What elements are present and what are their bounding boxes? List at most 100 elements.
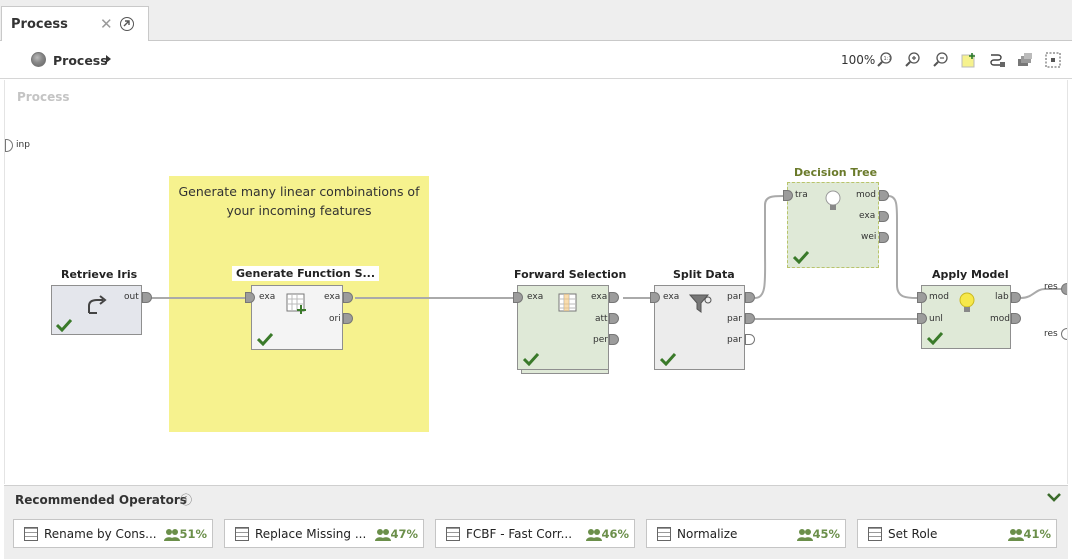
tab-bar: Process ✕ (0, 0, 1072, 42)
output-port[interactable] (879, 211, 889, 222)
result-port[interactable] (1061, 328, 1067, 340)
process-canvas[interactable]: Process inp Generate many linear combina… (4, 80, 1068, 484)
recommended-item[interactable]: Replace Missing ... 47% (224, 519, 424, 548)
operator-generate-function-set[interactable] (251, 285, 343, 350)
close-icon[interactable]: ✕ (100, 15, 113, 33)
output-port[interactable] (609, 313, 619, 324)
operator-forward-selection[interactable] (517, 285, 609, 370)
recommended-percent: 51% (179, 527, 207, 541)
output-port[interactable] (343, 292, 353, 303)
input-port[interactable] (650, 292, 660, 303)
operator-title: Forward Selection (514, 268, 627, 281)
recommended-label: Rename by Cons... (44, 527, 157, 541)
operator-icon (657, 527, 671, 541)
port-label: per (593, 335, 608, 345)
output-port[interactable] (1011, 313, 1021, 324)
operator-icon (24, 527, 38, 541)
output-port[interactable] (879, 190, 889, 201)
operator-apply-model[interactable] (921, 285, 1011, 349)
operator-title: Retrieve Iris (61, 268, 138, 281)
generate-attributes-icon (286, 293, 306, 314)
port-label: ori (329, 314, 341, 324)
output-port[interactable] (745, 313, 755, 324)
port-label: res (1044, 329, 1058, 339)
add-note-icon[interactable] (960, 51, 978, 69)
result-port[interactable] (1061, 283, 1067, 295)
operator-icon (868, 527, 882, 541)
recommended-percent: 41% (1023, 527, 1051, 541)
input-port[interactable] (917, 313, 927, 324)
check-icon (56, 318, 72, 332)
tab-title: Process (11, 17, 68, 32)
recommended-item[interactable]: Set Role 41% (857, 519, 1057, 548)
operator-retrieve-iris[interactable] (51, 285, 142, 335)
output-port[interactable] (745, 334, 755, 345)
recommended-percent: 46% (601, 527, 629, 541)
output-port[interactable] (142, 292, 152, 303)
breadcrumb[interactable]: Process (53, 53, 108, 68)
arrange-icon[interactable] (1016, 51, 1034, 69)
recommended-percent: 47% (390, 527, 418, 541)
port-label: tra (795, 190, 808, 200)
zoom-level: 100% (841, 53, 876, 67)
port-label: out (124, 292, 139, 302)
info-icon[interactable]: ⓘ (180, 493, 193, 507)
check-icon (257, 332, 273, 346)
input-port[interactable] (917, 292, 927, 303)
tab-process[interactable]: Process ✕ (1, 6, 149, 42)
operator-title: Split Data (673, 268, 735, 281)
zoom-fit-icon[interactable]: 1:1 (876, 51, 894, 69)
feature-selection-icon (558, 293, 577, 312)
undock-icon[interactable] (120, 17, 134, 31)
port-label: res (1044, 282, 1058, 292)
connection-wires (151, 195, 1067, 320)
users-icon (1008, 529, 1024, 541)
output-port[interactable] (1011, 292, 1021, 303)
svg-text:1:1: 1:1 (884, 56, 892, 62)
port-label: par (727, 314, 742, 324)
output-port[interactable] (609, 292, 619, 303)
output-port[interactable] (879, 232, 889, 243)
operator-title: Apply Model (932, 268, 1009, 281)
recommended-item[interactable]: Rename by Cons... 51% (13, 519, 213, 548)
input-port[interactable] (513, 292, 523, 303)
port-label: att (595, 314, 608, 324)
port-label: wei (861, 232, 877, 242)
zoom-out-icon[interactable] (932, 51, 950, 69)
operator-split-data[interactable] (654, 285, 745, 370)
port-label: mod (856, 190, 876, 200)
chevron-down-icon[interactable] (1046, 492, 1062, 504)
process-input-port[interactable] (5, 139, 13, 152)
output-port[interactable] (745, 292, 755, 303)
recommended-item[interactable]: Normalize 45% (646, 519, 846, 548)
check-icon (927, 331, 943, 345)
operator-decision-tree[interactable] (787, 182, 879, 268)
output-port[interactable] (343, 313, 353, 324)
port-label: exa (591, 292, 608, 302)
sticky-note[interactable]: Generate many linear combinations of you… (169, 176, 429, 432)
panel-title: Recommended Operators (15, 493, 187, 507)
port-label: par (727, 292, 742, 302)
port-label: lab (995, 292, 1009, 302)
process-icon (31, 52, 46, 67)
filter-icon (689, 294, 712, 313)
users-icon (375, 529, 391, 541)
input-port[interactable] (245, 292, 255, 303)
operator-title: Generate Function S... (232, 266, 380, 281)
breadcrumb-arrow-icon[interactable] (106, 55, 111, 63)
lightbulb-on-icon (959, 292, 975, 312)
recommended-item[interactable]: FCBF - Fast Corr... 46% (435, 519, 635, 548)
auto-wire-icon[interactable] (988, 51, 1006, 69)
users-icon (586, 529, 602, 541)
port-label: mod (929, 292, 949, 302)
users-icon (797, 529, 813, 541)
fit-window-icon[interactable] (1044, 51, 1062, 69)
note-text: Generate many linear combinations of you… (178, 184, 420, 218)
recommended-operators-panel: Recommended Operators ⓘ Rename by Cons..… (4, 485, 1068, 559)
zoom-in-icon[interactable] (904, 51, 922, 69)
output-port[interactable] (609, 334, 619, 345)
input-port[interactable] (783, 190, 793, 201)
port-label: mod (990, 314, 1010, 324)
retrieve-icon (88, 295, 107, 314)
port-label: exa (527, 292, 544, 302)
